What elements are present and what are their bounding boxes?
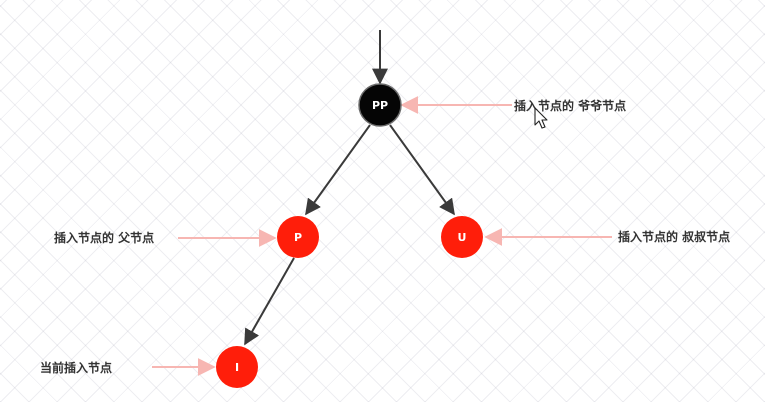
node-p-label: P bbox=[294, 231, 302, 244]
node-p: P bbox=[277, 216, 319, 258]
node-i: I bbox=[216, 346, 258, 388]
caption-current: 当前插入节点 bbox=[40, 360, 112, 375]
mouse-pointer-icon bbox=[534, 107, 548, 129]
node-u: U bbox=[441, 216, 483, 258]
caption-parent: 插入节点的 父节点 bbox=[54, 230, 154, 245]
node-pp-label: PP bbox=[372, 99, 388, 112]
caption-grandparent: 插入节点的 爷爷节点 bbox=[514, 98, 626, 113]
node-i-label: I bbox=[235, 361, 239, 374]
edge-pp-to-p bbox=[305, 124, 371, 216]
node-u-label: U bbox=[458, 231, 467, 244]
caption-uncle: 插入节点的 叔叔节点 bbox=[618, 229, 730, 244]
edge-p-to-i bbox=[244, 257, 295, 346]
node-pp: PP bbox=[358, 83, 402, 127]
edge-pp-to-u bbox=[389, 124, 455, 216]
